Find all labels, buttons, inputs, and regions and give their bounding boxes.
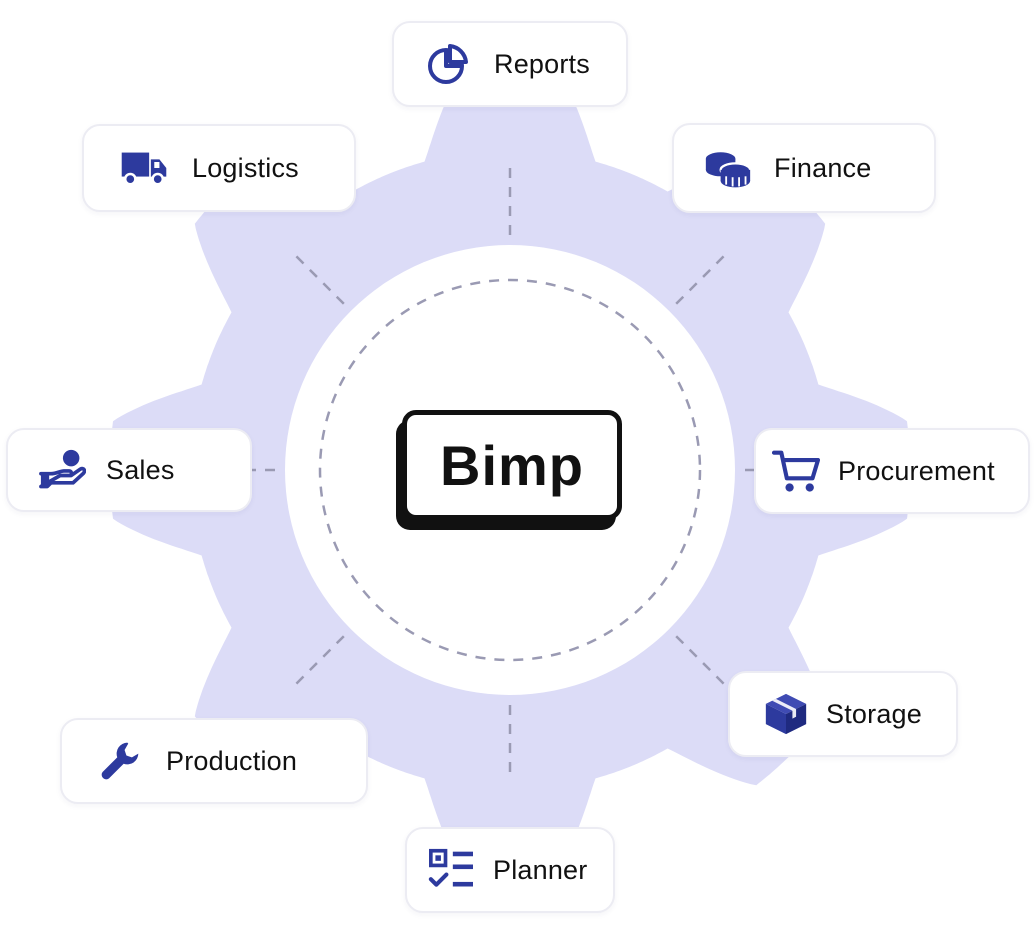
module-label: Production	[166, 745, 298, 776]
module-label: Procurement	[838, 455, 995, 486]
module-finance[interactable]: Finance	[672, 123, 936, 213]
connector-line	[675, 635, 729, 689]
connector-line	[291, 251, 345, 305]
module-reports[interactable]: Reports	[392, 21, 628, 107]
module-planner[interactable]: Planner	[405, 827, 615, 913]
module-production[interactable]: Production	[60, 718, 368, 804]
box-icon	[760, 692, 812, 736]
module-label: Storage	[826, 698, 922, 729]
module-label: Planner	[493, 854, 588, 885]
module-storage[interactable]: Storage	[728, 671, 958, 757]
module-label: Sales	[106, 454, 175, 485]
module-logistics[interactable]: Logistics	[82, 124, 356, 212]
logo-text: Bimp	[440, 433, 584, 497]
hub-dashed-ring	[318, 278, 702, 662]
checklist-icon	[425, 848, 477, 892]
module-label: Reports	[494, 48, 590, 79]
pie-chart-icon	[422, 42, 474, 86]
shopping-cart-icon	[770, 449, 822, 493]
module-label: Logistics	[192, 152, 299, 183]
hand-coin-icon	[36, 448, 88, 492]
module-procurement[interactable]: Procurement	[754, 428, 1030, 514]
truck-icon	[118, 146, 170, 190]
connector-line	[675, 251, 729, 305]
bimp-logo: Bimp	[396, 410, 628, 530]
connector-line	[291, 635, 345, 689]
wrench-icon	[94, 739, 146, 783]
logo-face: Bimp	[402, 410, 622, 520]
module-sales[interactable]: Sales	[6, 428, 252, 512]
module-label: Finance	[774, 152, 872, 183]
coins-icon	[702, 146, 754, 190]
